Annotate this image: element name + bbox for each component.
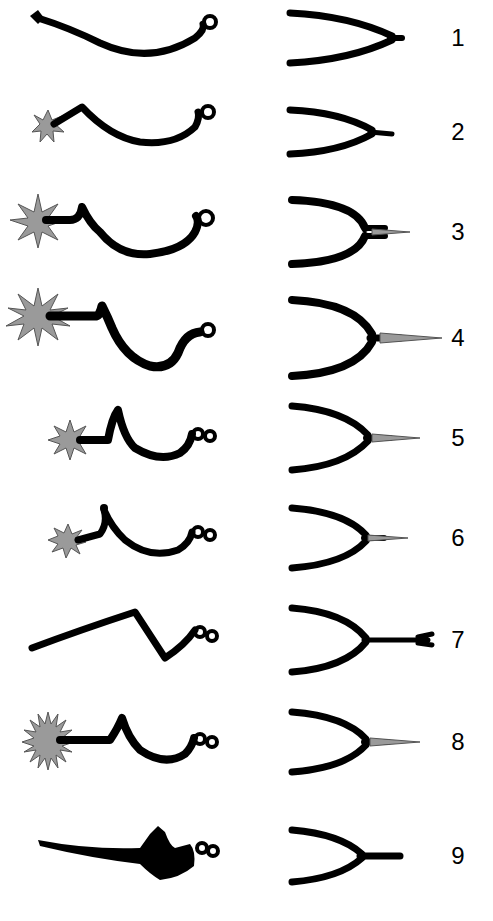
spur-type-3 xyxy=(10,194,410,264)
spur-type-5 xyxy=(48,406,420,470)
callout-number: 5 xyxy=(451,426,464,450)
callout-number: 3 xyxy=(451,220,464,244)
spur-type-6 xyxy=(48,504,408,568)
callout-number: 1 xyxy=(451,26,464,50)
spur-type-7 xyxy=(32,608,432,672)
spur-type-9 xyxy=(38,826,400,882)
spur-type-2 xyxy=(32,106,392,154)
spur-type-8 xyxy=(22,712,420,772)
callout-number: 4 xyxy=(451,326,464,350)
callout-number: 8 xyxy=(451,730,464,754)
spur-type-4 xyxy=(6,288,442,376)
spur-type-1 xyxy=(30,10,402,63)
callout-number: 7 xyxy=(451,628,464,652)
callout-number: 2 xyxy=(451,120,464,144)
callout-number: 9 xyxy=(451,844,464,868)
callout-number: 6 xyxy=(451,526,464,550)
